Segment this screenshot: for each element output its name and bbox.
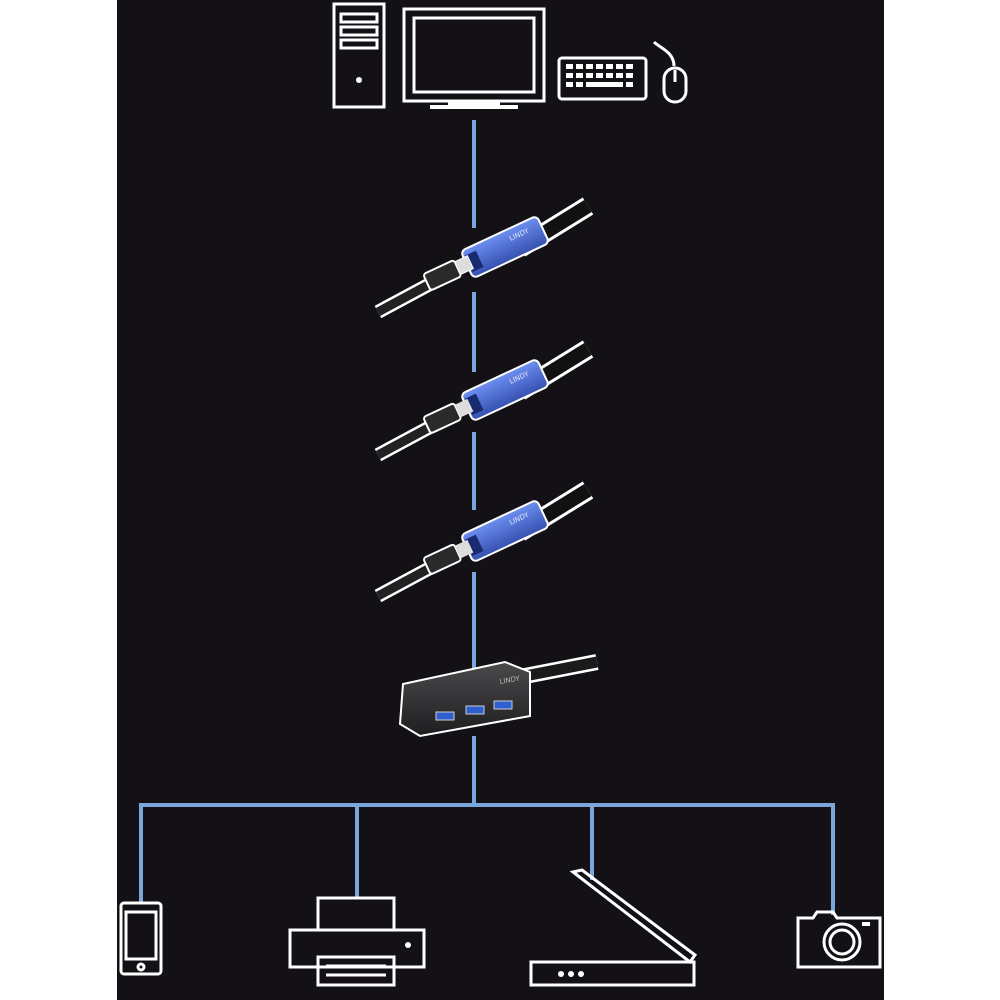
scanner-icon (529, 868, 698, 987)
connection-lines (139, 120, 835, 915)
usb-extension-cable-3: LINDY (374, 481, 594, 603)
mouse-icon (652, 40, 688, 104)
phone-icon (119, 901, 163, 976)
usb-port (493, 700, 513, 710)
usb-extension-cable-1: LINDY (374, 197, 594, 319)
keyboard-icon (557, 56, 648, 101)
usb-port (435, 711, 455, 721)
tower-icon (332, 2, 386, 109)
usb-port (465, 705, 485, 715)
camera-icon (796, 910, 882, 969)
printer-icon (288, 896, 426, 987)
monitor-icon (402, 7, 546, 109)
background-panel (117, 0, 884, 1000)
brand-logo: LINDY (499, 674, 521, 686)
usb-extension-cable-2: LINDY (374, 340, 594, 462)
usb-hub: LINDY (398, 654, 599, 738)
